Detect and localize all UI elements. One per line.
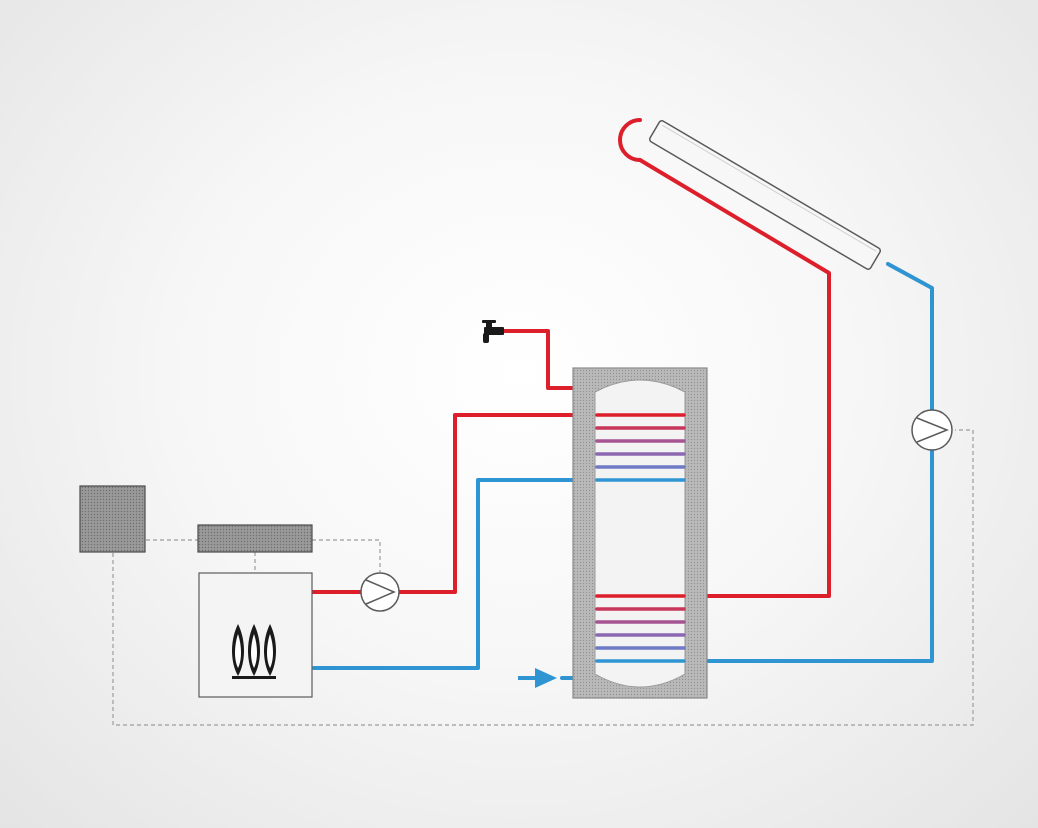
control-line-boiler-controller-to-pump bbox=[312, 539, 381, 572]
solar-controller bbox=[79, 485, 146, 553]
tap bbox=[482, 320, 504, 343]
controller-icon bbox=[79, 485, 146, 553]
storage-tank bbox=[572, 367, 708, 699]
solar-pump bbox=[911, 409, 953, 451]
controller-icon bbox=[197, 524, 313, 553]
boiler bbox=[198, 572, 313, 698]
arrow-right-icon bbox=[535, 668, 557, 688]
collector-return-loop bbox=[618, 118, 642, 162]
lower-coil bbox=[595, 594, 686, 663]
hot-pipes bbox=[310, 118, 831, 598]
cold-water-inlet bbox=[518, 668, 557, 688]
control-lines bbox=[112, 429, 974, 726]
boiler-pump bbox=[360, 572, 400, 612]
faucet-icon bbox=[482, 320, 504, 343]
tank-inner bbox=[594, 379, 686, 688]
flame-icon bbox=[232, 624, 276, 679]
solar-collector bbox=[648, 120, 882, 270]
control-line-loop bbox=[112, 429, 974, 726]
upper-coil bbox=[595, 413, 686, 482]
pipe-solar-pump-to-collector bbox=[886, 262, 934, 412]
pipe-tank-coil-to-solar-pump bbox=[595, 448, 934, 663]
pipe-boiler-pump-to-tank-top bbox=[396, 413, 688, 594]
pipe-collector-to-tank-coil bbox=[595, 158, 831, 598]
solar-collector-icon bbox=[648, 120, 882, 270]
boiler-controller bbox=[197, 524, 313, 553]
